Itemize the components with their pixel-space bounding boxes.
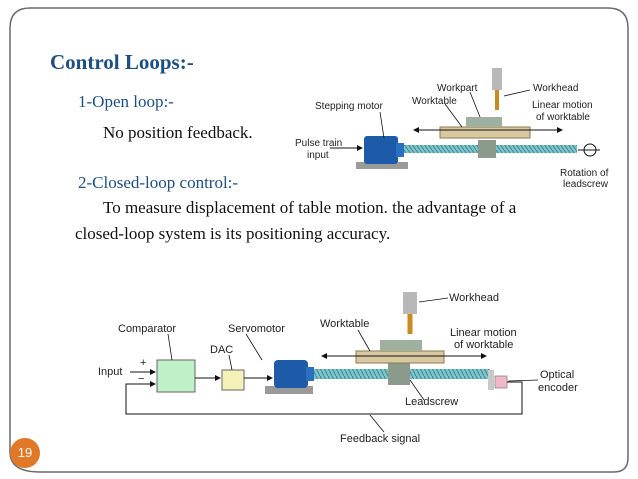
comparator-block [156,359,196,393]
closed-table-nut [388,363,410,385]
motor-base [356,162,408,169]
workhead [492,68,502,90]
open-loop-text: No position feedback. [103,123,253,142]
label-worktable-open: Worktable [412,96,457,107]
label-stepping-motor: Stepping motor [315,101,383,112]
label-linear-motion-open-2: of worktable [536,112,590,123]
closed-workhead [403,292,417,314]
table-nut [478,140,496,158]
label-optical-1: Optical [540,369,574,381]
label-plus: + [140,357,146,369]
closed-worktable [355,350,445,364]
slide-title: Control Loops:- [50,50,194,74]
label-minus: − [138,373,144,385]
label-workhead-closed: Workhead [449,292,499,304]
closed-workpart [380,340,422,351]
label-feedback: Feedback signal [340,433,420,445]
label-leadscrew: Leadscrew [405,396,458,408]
label-pulse-train-1: Pulse train [295,138,342,149]
open-loop-heading: 1-Open loop:- [78,92,174,111]
optical-encoder [494,375,508,389]
label-rotation-1: Rotation of [560,168,609,179]
workpart [466,117,502,127]
feedback-line [125,381,523,415]
label-rotation-2: leadscrew [563,179,609,190]
label-workpart: Workpart [437,83,478,94]
label-pulse-train-2: input [307,150,329,161]
label-workhead-open: Workhead [533,83,578,94]
label-servomotor: Servomotor [228,323,285,335]
label-input: Input [98,366,122,378]
label-optical-2: encoder [538,382,578,394]
label-dac: DAC [210,344,233,356]
dac-block [221,369,245,391]
closed-loop-text-line2: closed-loop system is its positioning ac… [75,224,391,243]
label-worktable-closed: Worktable [320,318,369,330]
label-linear-motion-open-1: Linear motion [532,100,593,111]
label-linear-motion-closed-1: Linear motion [450,327,517,339]
servo-base [265,386,313,394]
closed-loop-heading: 2-Closed-loop control:- [78,173,239,192]
servomotor [274,360,308,388]
page-number-badge: 19 [10,438,40,468]
label-comparator: Comparator [118,323,176,335]
stepping-motor [364,136,398,164]
closed-loop-text-line1: To measure displacement of table motion.… [103,198,517,217]
label-linear-motion-closed-2: of worktable [454,339,513,351]
